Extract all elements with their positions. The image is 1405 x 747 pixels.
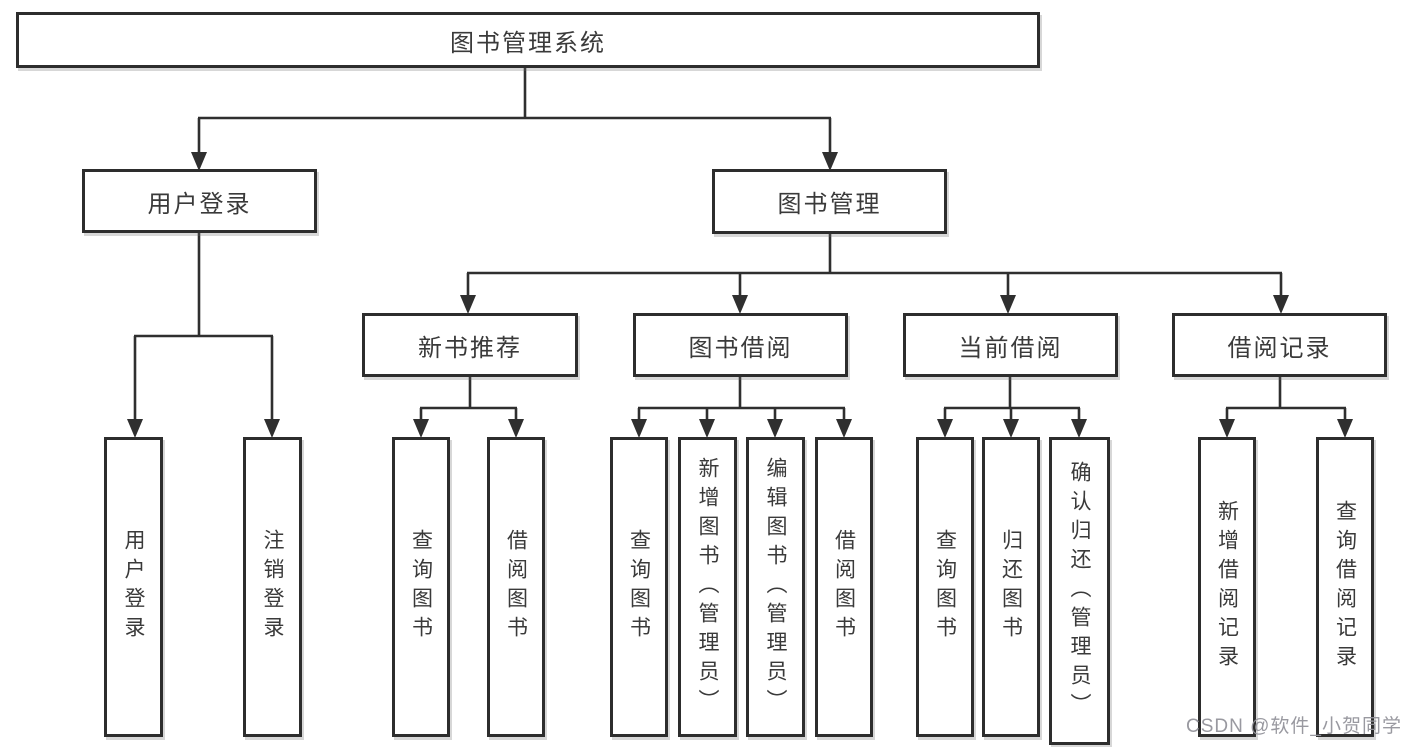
leaf-return-book: 归还图书 (982, 437, 1040, 737)
leaf-logout: 注销登录 (243, 437, 302, 737)
leaf-confirm-return-admin: 确认归还（管理员） (1049, 437, 1110, 745)
leaf-query-book-borrow: 查询图书 (610, 437, 668, 737)
node-current-borrow: 当前借阅 (903, 313, 1118, 377)
leaf-query-borrow-record: 查询借阅记录 (1316, 437, 1374, 737)
root-node-library-system: 图书管理系统 (16, 12, 1040, 68)
csdn-watermark: CSDN @软件_小贺同学 (1186, 716, 1402, 737)
leaf-borrow-book-recommend: 借阅图书 (487, 437, 545, 737)
leaf-query-book-recommend: 查询图书 (392, 437, 450, 737)
leaf-user-login: 用户登录 (104, 437, 163, 737)
node-book-borrow: 图书借阅 (633, 313, 848, 377)
leaf-add-book-admin: 新增图书（管理员） (678, 437, 737, 737)
node-book-management: 图书管理 (712, 169, 947, 234)
node-user-login: 用户登录 (82, 169, 317, 233)
node-new-book-recommend: 新书推荐 (362, 313, 578, 377)
leaf-borrow-book: 借阅图书 (815, 437, 873, 737)
leaf-edit-book-admin: 编辑图书（管理员） (746, 437, 805, 737)
node-borrow-records: 借阅记录 (1172, 313, 1387, 377)
leaf-add-borrow-record: 新增借阅记录 (1198, 437, 1256, 737)
leaf-query-book-current: 查询图书 (916, 437, 974, 737)
